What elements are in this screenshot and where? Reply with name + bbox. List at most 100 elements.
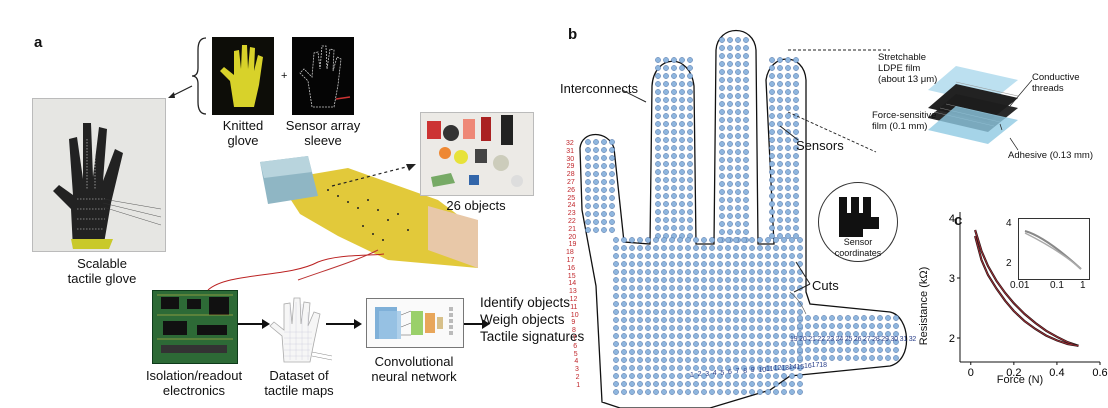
sensor-dot bbox=[757, 277, 763, 283]
sensor-dot bbox=[781, 333, 787, 339]
sensor-dot bbox=[709, 373, 715, 379]
sensor-dot bbox=[727, 133, 733, 139]
sensor-dot bbox=[735, 101, 741, 107]
y-tick-label: 2 bbox=[949, 333, 955, 345]
sensor-dot bbox=[757, 245, 763, 251]
sensor-dot bbox=[885, 315, 891, 321]
sensor-dot bbox=[757, 333, 763, 339]
sensor-dot bbox=[743, 109, 749, 115]
bottom-number: 3 bbox=[705, 370, 710, 378]
sensor-dot bbox=[661, 293, 667, 299]
sensor-dot bbox=[701, 341, 707, 347]
sensor-dot bbox=[693, 293, 699, 299]
sensor-dot bbox=[845, 323, 851, 329]
sensor-dot bbox=[727, 117, 733, 123]
sensor-dot bbox=[797, 365, 803, 371]
sensor-dot bbox=[621, 325, 627, 331]
sensor-dot bbox=[717, 325, 723, 331]
bottom-number: 7 bbox=[735, 368, 740, 376]
sensor-dot bbox=[621, 365, 627, 371]
sensor-dot bbox=[677, 317, 683, 323]
sensor-dot bbox=[727, 149, 733, 155]
sensor-dot bbox=[663, 177, 669, 183]
sensor-dot bbox=[593, 155, 599, 161]
sensor-dot bbox=[797, 389, 803, 395]
sensor-dot bbox=[719, 69, 725, 75]
x-tick-label: 0 bbox=[968, 367, 974, 379]
sensor-dot bbox=[743, 205, 749, 211]
sensor-dot bbox=[743, 149, 749, 155]
sensor-dot bbox=[637, 341, 643, 347]
sensor-dot bbox=[773, 349, 779, 355]
sensor-dot bbox=[701, 253, 707, 259]
sensor-dot bbox=[679, 177, 685, 183]
sensor-dot bbox=[777, 81, 783, 87]
sensor-dot bbox=[885, 323, 891, 329]
sensor-dot bbox=[805, 331, 811, 337]
sensor-dot bbox=[669, 309, 675, 315]
sensor-dot bbox=[717, 381, 723, 387]
sensor-dot bbox=[765, 301, 771, 307]
sensor-dot bbox=[693, 349, 699, 355]
sensor-dot bbox=[749, 317, 755, 323]
sensor-dot bbox=[621, 253, 627, 259]
sensor-dot bbox=[743, 93, 749, 99]
sensor-dot bbox=[719, 229, 725, 235]
sensor-dot bbox=[769, 97, 775, 103]
sensor-dot bbox=[769, 169, 775, 175]
sensor-dot bbox=[709, 389, 715, 395]
sensor-dot bbox=[877, 323, 883, 329]
sensor-dot bbox=[693, 389, 699, 395]
sensor-dot bbox=[789, 301, 795, 307]
sensor-dot bbox=[837, 323, 843, 329]
sensor-dot bbox=[765, 277, 771, 283]
sensor-dot bbox=[679, 73, 685, 79]
sensor-dot bbox=[719, 205, 725, 211]
left-number: 17 bbox=[566, 257, 575, 264]
sensor-dot bbox=[741, 381, 747, 387]
sensor-dot bbox=[685, 253, 691, 259]
sensor-dot bbox=[719, 101, 725, 107]
sensor-dot bbox=[733, 389, 739, 395]
sensor-dot bbox=[893, 315, 899, 321]
sensor-dot bbox=[749, 261, 755, 267]
sensor-dot bbox=[653, 269, 659, 275]
sensor-dot bbox=[653, 373, 659, 379]
sensor-dot bbox=[671, 137, 677, 143]
sensor-dot bbox=[741, 293, 747, 299]
sensor-dot bbox=[749, 333, 755, 339]
sensor-dot bbox=[781, 325, 787, 331]
sensor-dot bbox=[821, 315, 827, 321]
sensor-dot bbox=[829, 339, 835, 345]
sensor-dot bbox=[671, 89, 677, 95]
sensor-dot bbox=[725, 301, 731, 307]
sensor-dot bbox=[719, 61, 725, 67]
sensor-dot bbox=[749, 285, 755, 291]
sensor-dot bbox=[693, 277, 699, 283]
sensor-dot bbox=[655, 161, 661, 167]
sensor-dot bbox=[725, 317, 731, 323]
sensor-dot bbox=[671, 161, 677, 167]
sensor-dot bbox=[709, 317, 715, 323]
sensor-dot bbox=[613, 285, 619, 291]
sensor-dot bbox=[669, 317, 675, 323]
sensor-dot bbox=[805, 315, 811, 321]
sensor-dot bbox=[727, 77, 733, 83]
sensor-dot bbox=[781, 389, 787, 395]
sensor-dot bbox=[717, 269, 723, 275]
sensor-dot bbox=[679, 129, 685, 135]
sensor-dot bbox=[735, 189, 741, 195]
sensor-dot bbox=[687, 169, 693, 175]
sensor-coordinates-icon: Sensor coordinates bbox=[818, 182, 898, 262]
sensor-dot bbox=[727, 221, 733, 227]
sensor-dot bbox=[725, 253, 731, 259]
sensor-dot bbox=[637, 357, 643, 363]
sensor-dot bbox=[613, 309, 619, 315]
sensor-dot bbox=[687, 217, 693, 223]
sensor-dot bbox=[757, 357, 763, 363]
sensor-dot bbox=[757, 365, 763, 371]
sensor-dot bbox=[733, 381, 739, 387]
sensor-dot bbox=[719, 181, 725, 187]
sensor-dot bbox=[735, 93, 741, 99]
sensor-dot bbox=[789, 293, 795, 299]
